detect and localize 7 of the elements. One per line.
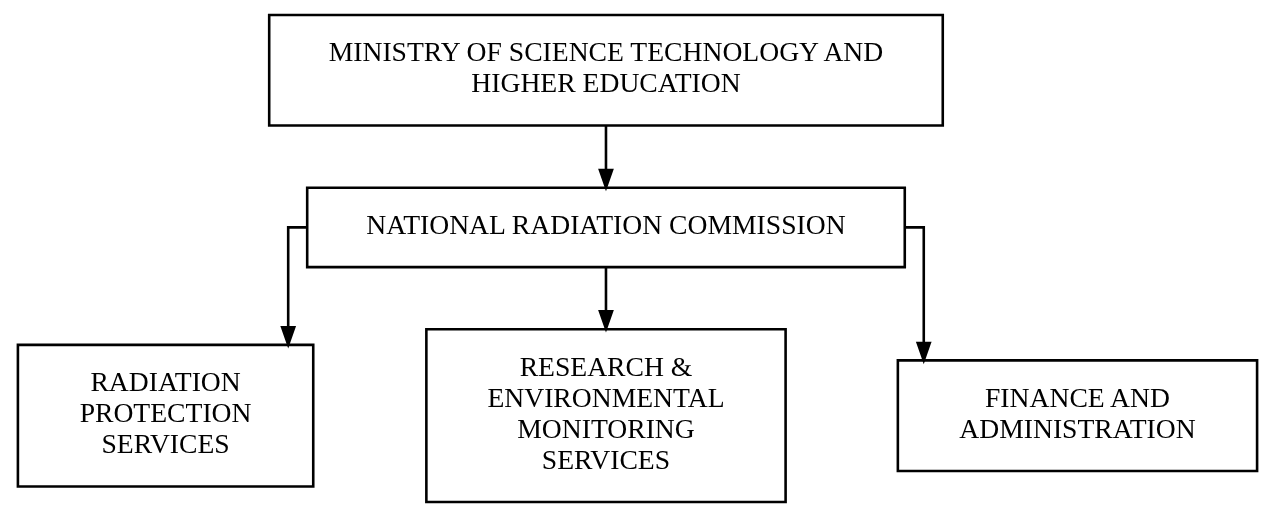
node-box: RADIATION PROTECTION SERVICES: [16, 343, 315, 488]
arrow: [597, 267, 614, 333]
node-box: NATIONAL RADIATION COMMISSION: [305, 186, 906, 269]
node-box: MINISTRY OF SCIENCE TECHNOLOGY AND HIGHER EDUCATION: [267, 13, 944, 127]
node-box: RESEARCH & ENVIRONMENTAL MONITORING SERVICES: [424, 328, 787, 504]
node-box: FINANCE AND ADMINISTRATION: [896, 359, 1258, 473]
arrow: [597, 125, 614, 192]
